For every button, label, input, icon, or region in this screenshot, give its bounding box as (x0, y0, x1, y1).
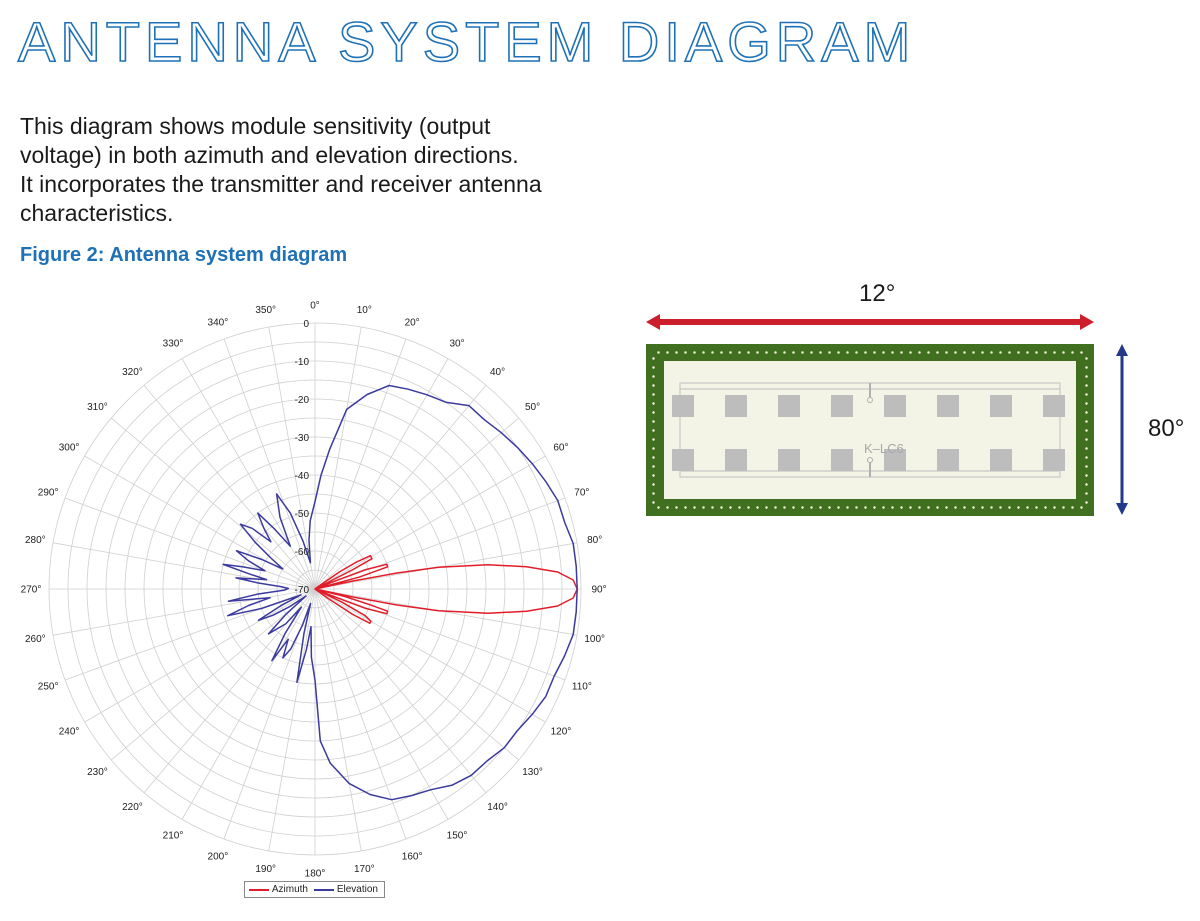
intro-line: voltage) in both azimuth and elevation d… (20, 142, 519, 168)
page-title: ANTENNA SYSTEM DIAGRAM (17, 9, 916, 74)
legend-label-elevation: Elevation (336, 884, 378, 895)
radial-tick-label: -60 (295, 547, 310, 558)
angle-tick-label: 160° (402, 851, 423, 862)
angle-tick-label: 350° (255, 305, 276, 316)
angle-tick-label: 340° (208, 318, 229, 329)
elevation-arrowhead-bottom (1116, 503, 1128, 515)
grid-spoke (314, 588, 546, 723)
grid-spoke (314, 358, 449, 590)
elevation-curve (222, 384, 578, 801)
grid-spoke (110, 588, 316, 761)
intro-line: This diagram shows module sensitivity (o… (20, 113, 491, 139)
grid-spoke (314, 338, 407, 590)
radial-tick-label: -50 (295, 509, 310, 520)
angle-tick-label: 210° (163, 830, 184, 841)
angle-tick-label: 50° (525, 402, 540, 413)
grid-spoke (223, 338, 316, 590)
polar-grid (48, 322, 582, 856)
radial-tick-label: -10 (295, 357, 310, 368)
angle-tick-label: 20° (405, 318, 420, 329)
grid-spoke (110, 417, 316, 590)
polar-labels: 0° 10° 20° 30° 40° 50° 60° 70° 80° 90° 100° 110° 120… (21, 301, 607, 880)
grid-spoke (52, 588, 316, 636)
grid-spoke (52, 542, 316, 590)
angle-tick-label: 140° (487, 802, 508, 813)
legend-swatch-azimuth (249, 888, 269, 891)
grid-spoke (143, 384, 316, 590)
beam-arrows (646, 314, 1128, 515)
grid-spoke (181, 358, 316, 590)
grid-spoke (314, 588, 578, 636)
grid-spoke (268, 326, 316, 590)
intro-line: It incorporates the transmitter and rece… (20, 171, 542, 197)
grid-spoke (314, 588, 407, 840)
angle-tick-label: 10° (357, 305, 372, 316)
grid-spoke (314, 588, 566, 681)
angle-tick-label: 40° (490, 367, 505, 378)
legend-swatch-elevation (313, 888, 334, 891)
radial-tick-label: 0 (303, 319, 309, 330)
grid-spoke (314, 326, 362, 590)
grid-spoke (181, 588, 316, 820)
angle-tick-label: 320° (122, 367, 143, 378)
angle-tick-label: 280° (25, 535, 46, 546)
grid-spoke (314, 455, 546, 590)
angle-tick-label: 120° (551, 727, 572, 738)
angle-tick-label: 240° (59, 727, 80, 738)
angle-tick-label: 150° (447, 830, 468, 841)
angle-tick-label: 260° (25, 634, 46, 645)
angle-tick-label: 230° (87, 767, 108, 778)
angle-tick-label: 0° (310, 301, 320, 312)
angle-tick-label: 30° (449, 339, 464, 350)
legend-label-azimuth: Azimuth (271, 884, 308, 895)
angle-tick-label: 220° (122, 802, 143, 813)
grid-spoke (314, 588, 520, 761)
angle-tick-label: 310° (87, 402, 108, 413)
angle-tick-label: 200° (208, 851, 229, 862)
angle-tick-label: 270° (21, 585, 42, 596)
angle-tick-label: 180° (305, 869, 326, 880)
radial-tick-label: -70 (295, 585, 310, 596)
angle-tick-label: 250° (38, 682, 59, 693)
chart-legend: Azimuth Elevation (244, 881, 385, 898)
grid-spoke (314, 588, 362, 852)
angle-tick-label: 190° (255, 864, 276, 875)
azimuth-arrowhead-right (1080, 314, 1094, 330)
grid-spoke (314, 497, 566, 590)
intro-line: characteristics. (20, 200, 174, 226)
radial-tick-label: -20 (295, 395, 310, 406)
azimuth-curve (314, 554, 578, 624)
angle-tick-label: 170° (354, 864, 375, 875)
grid-spoke (314, 384, 487, 590)
angle-tick-label: 300° (59, 443, 80, 454)
grid-spoke (314, 542, 578, 590)
angle-tick-label: 110° (572, 682, 592, 693)
grid-spoke (314, 588, 487, 794)
polar-series (222, 384, 578, 801)
angle-tick-label: 60° (553, 443, 568, 454)
angle-tick-label: 80° (587, 535, 602, 546)
intro-paragraph: This diagram shows module sensitivity (o… (20, 112, 600, 228)
elevation-arrowhead-top (1116, 344, 1128, 356)
angle-tick-label: 330° (163, 339, 184, 350)
radial-tick-label: -30 (295, 433, 310, 444)
grid-spoke (268, 588, 316, 852)
azimuth-arrowhead-left (646, 314, 660, 330)
angle-tick-label: 70° (574, 487, 589, 498)
angle-tick-label: 130° (522, 767, 543, 778)
angle-tick-label: 100° (584, 634, 605, 645)
figure-caption: Figure 2: Antenna system diagram (20, 244, 348, 266)
grid-spoke (64, 497, 316, 590)
grid-spoke (314, 588, 449, 820)
grid-spoke (314, 417, 520, 590)
radial-tick-label: -40 (295, 471, 310, 482)
grid-spoke (84, 588, 316, 723)
angle-tick-label: 90° (591, 585, 606, 596)
angle-tick-label: 290° (38, 487, 59, 498)
